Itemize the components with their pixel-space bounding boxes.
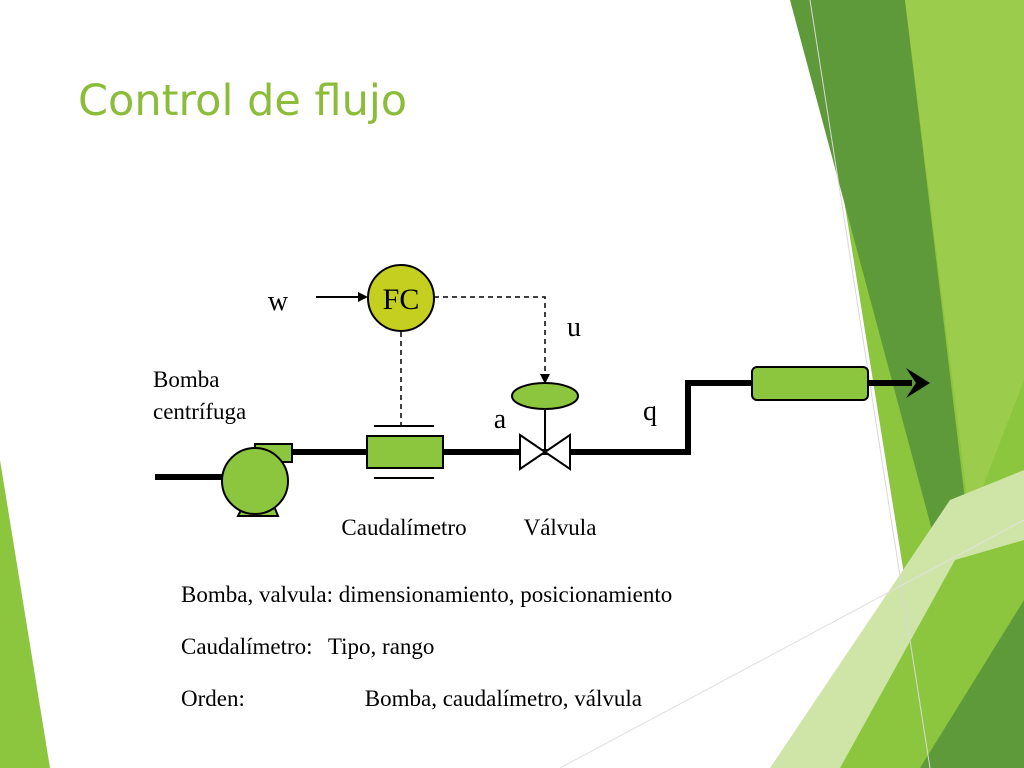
slide-title: Control de flujo <box>78 76 408 126</box>
deco-left-sliver <box>0 460 50 768</box>
deco-bottom-dark <box>920 600 1024 768</box>
outlet-arrow-icon <box>906 368 930 398</box>
valve-label: Válvula <box>524 515 597 540</box>
deco-thin-line-2 <box>559 519 1024 768</box>
flowmeter-icon <box>366 425 444 479</box>
pump-label-line2: centrífuga <box>153 399 246 424</box>
note-value: Bomba, caudalímetro, válvula <box>364 686 642 711</box>
control-signal-label: u <box>567 312 581 343</box>
note-value: dimensionamiento, posicionamiento <box>338 582 673 607</box>
note-key: Caudalímetro: <box>181 634 313 659</box>
process-pipe <box>290 380 752 455</box>
pump-label-line1: Bomba <box>153 367 219 392</box>
note-value: Tipo, rango <box>327 634 435 659</box>
flowmeter-label: Caudalímetro <box>341 515 466 540</box>
control-signal-line <box>434 296 546 375</box>
notes: Bomba, valvula: dimensionamiento, posici… <box>181 581 672 737</box>
note-line: Caudalímetro: Tipo, rango <box>181 633 672 685</box>
control-valve-icon <box>511 382 579 471</box>
opening-label: a <box>494 404 507 435</box>
downstream-equipment-icon <box>751 366 869 401</box>
note-line: Orden: Bomba, caudalímetro, válvula <box>181 685 672 737</box>
centrifugal-pump-icon <box>221 443 293 517</box>
note-key: Orden: <box>181 686 245 711</box>
flow-label: q <box>643 396 657 427</box>
note-line: Bomba, valvula: dimensionamiento, posici… <box>181 581 672 633</box>
deco-right-band-highlight <box>905 0 1024 520</box>
setpoint-label: w <box>268 286 289 317</box>
note-key: Bomba, valvula: <box>181 582 334 607</box>
control-signal-arrow-icon <box>540 374 550 384</box>
setpoint-arrow-icon <box>358 292 368 302</box>
flow-controller-icon <box>367 264 435 332</box>
controller-tag: FC <box>383 283 420 316</box>
deco-right-band-dark <box>790 0 965 590</box>
